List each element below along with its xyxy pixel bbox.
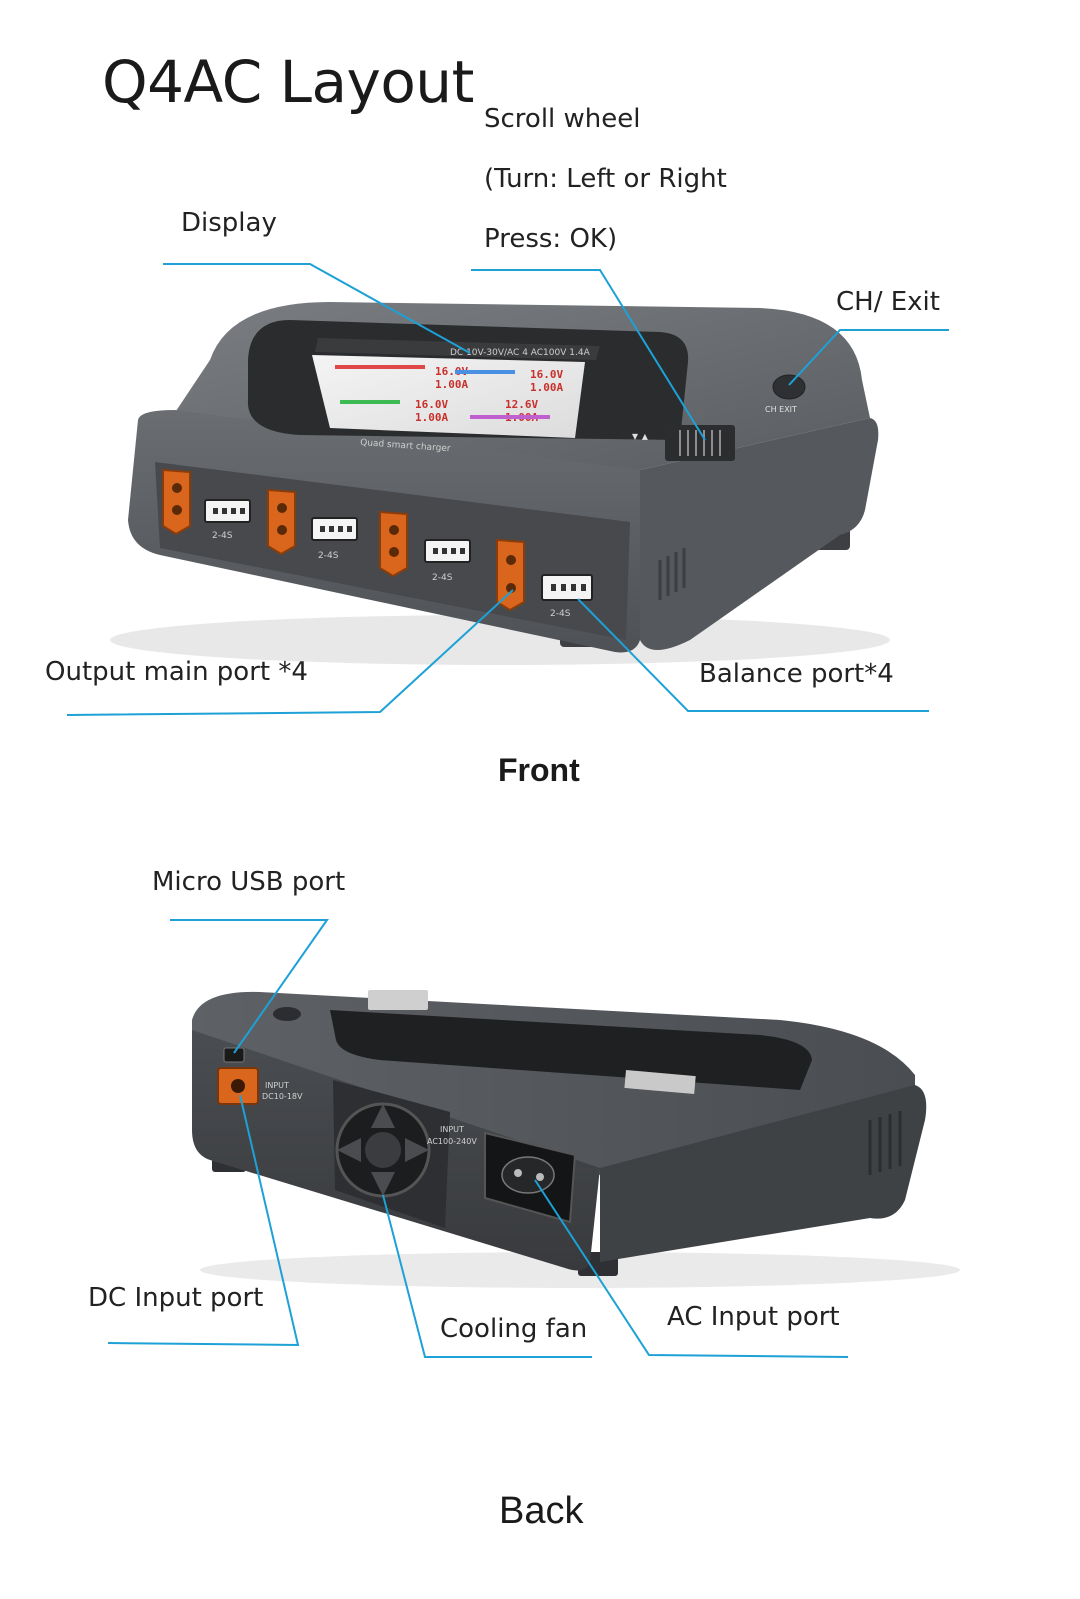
svg-text:▾ ▴: ▾ ▴	[632, 429, 648, 443]
ch-exit-button-icon	[772, 374, 806, 400]
ac-input-text-1: INPUT	[440, 1125, 464, 1134]
ch2-voltage: 16.0V	[530, 368, 563, 381]
front-section-label: Front	[498, 752, 580, 788]
balance-port-icon	[541, 574, 593, 601]
ch3-current: 1.00A	[415, 411, 448, 424]
front-charger-device: DC 10V-30V/AC 4 AC100V 1.4A 16.0V 1.00A …	[110, 302, 890, 665]
scroll-wheel-turn-label: (Turn: Left or Right	[484, 164, 727, 194]
balance-port-text: 2-4S	[212, 531, 233, 541]
back-section-label: Back	[499, 1490, 584, 1532]
ch-exit-label: CH/ Exit	[836, 287, 940, 317]
scroll-wheel-label: Scroll wheel	[484, 104, 641, 134]
output-main-port-label: Output main port *4	[45, 657, 308, 687]
output-port-icon	[496, 538, 525, 612]
ch-exit-button-text: CH EXIT	[765, 405, 797, 414]
page-title: Q4AC Layout	[102, 48, 474, 116]
ac-input-text-2: AC100-240V	[427, 1137, 477, 1146]
front-ports: 2-4S 2-4S 2-4S 2-4S	[162, 468, 593, 619]
balance-port-text: 2-4S	[550, 609, 571, 619]
callout-leader-lines	[66, 263, 949, 1358]
ch3-voltage: 16.0V	[415, 398, 448, 411]
balance-port-icon	[204, 499, 251, 523]
ch1-voltage: 16.0V	[435, 365, 468, 378]
micro-usb-port-label: Micro USB port	[152, 867, 346, 897]
ch1-current: 1.00A	[435, 378, 468, 391]
scroll-wheel-icon	[665, 425, 735, 461]
dc-input-text-2: DC10-18V	[262, 1092, 303, 1101]
balance-port-icon	[311, 517, 358, 541]
dc-input-port-label: DC Input port	[88, 1283, 264, 1313]
balance-port-text: 2-4S	[318, 551, 339, 561]
balance-port-text: 2-4S	[432, 573, 453, 583]
display-label: Display	[181, 208, 277, 238]
screen-header-text: DC 10V-30V/AC 4 AC100V 1.4A	[450, 348, 591, 358]
dc-input-text-1: INPUT	[265, 1081, 289, 1090]
ac-input-port-label: AC Input port	[667, 1302, 840, 1332]
balance-port-icon	[424, 539, 471, 563]
cooling-fan-label: Cooling fan	[440, 1314, 588, 1344]
output-port-icon	[379, 510, 408, 578]
ch4-voltage: 12.6V	[505, 398, 538, 411]
balance-port-label: Balance port*4	[699, 659, 894, 689]
micro-usb-port-icon	[223, 1047, 245, 1063]
ch2-current: 1.00A	[530, 381, 563, 394]
scroll-wheel-press-label: Press: OK)	[484, 224, 618, 254]
output-port-icon	[162, 468, 191, 536]
output-port-icon	[267, 488, 296, 556]
back-charger-device: INPUT DC10-18V INPUT AC100-240V	[192, 990, 960, 1288]
